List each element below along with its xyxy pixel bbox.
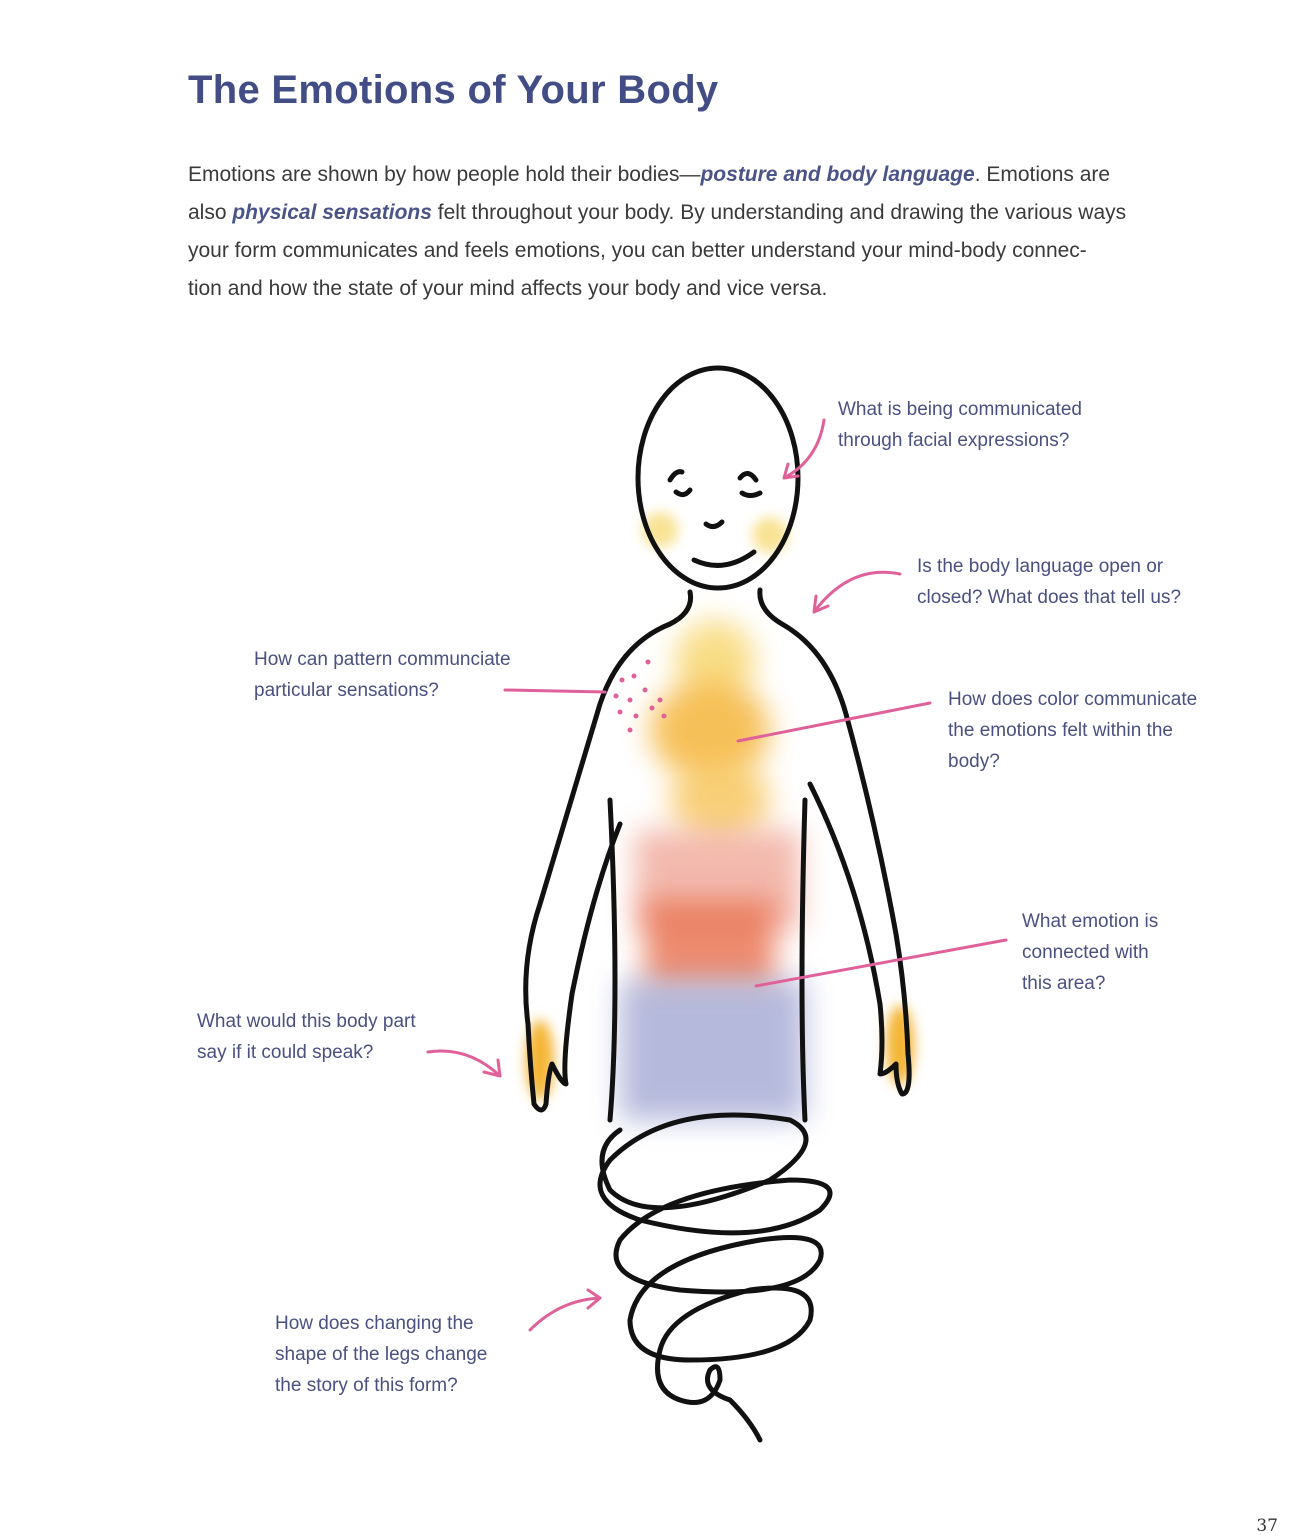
body-outline (523, 365, 912, 1443)
annotation-line: the emotions felt within the (948, 720, 1173, 741)
annotation-color: How does color communicate the emotions … (948, 684, 1197, 777)
intro-text: also (188, 201, 233, 224)
annotation-line: the story of this form? (275, 1375, 458, 1396)
intro-text: Emotions are shown by how people hold th… (188, 163, 701, 186)
annotation-line: How does changing the (275, 1313, 474, 1334)
intro-paragraph: Emotions are shown by how people hold th… (188, 156, 1258, 308)
annotation-line: closed? What does that tell us? (917, 587, 1182, 608)
annotation-body-part: What would this body part say if it coul… (197, 1006, 416, 1068)
page-title: The Emotions of Your Body (188, 68, 719, 112)
intro-line: also physical sensations felt throughout… (188, 194, 1258, 232)
color-washes (526, 512, 914, 1120)
annotation-pattern: How can pattern communciate particular s… (254, 644, 511, 706)
annotation-line: shape of the legs change (275, 1344, 488, 1365)
annotation-line: body? (948, 751, 1000, 772)
intro-text: felt throughout your body. By understand… (431, 201, 1127, 224)
annotation-line: What is being communicated (838, 399, 1082, 420)
annotation-arrows (426, 418, 1008, 1332)
annotation-line: particular sensations? (254, 680, 439, 701)
annotation-line: through facial expressions? (838, 430, 1070, 451)
annotation-body-language: Is the body language open or closed? Wha… (917, 551, 1181, 613)
annotation-emotion-area: What emotion is connected with this area… (1022, 906, 1158, 999)
annotation-line: What emotion is (1022, 911, 1159, 932)
pattern-dots (613, 659, 667, 733)
annotation-line: say if it could speak? (197, 1042, 374, 1063)
intro-line: Emotions are shown by how people hold th… (188, 156, 1258, 194)
annotation-legs: How does changing the shape of the legs … (275, 1308, 487, 1401)
intro-text: . Emotions are (974, 163, 1111, 186)
annotation-face: What is being communicated through facia… (838, 394, 1082, 456)
page-number: 37 (1256, 1516, 1278, 1536)
intro-line: tion and how the state of your mind affe… (188, 277, 828, 300)
emphasis-sensations: physical sensations (232, 201, 432, 224)
annotation-line: How can pattern communciate (254, 649, 511, 670)
annotation-line: connected with (1022, 942, 1149, 963)
intro-line: your form communicates and feels emotion… (188, 239, 1087, 262)
annotation-line: Is the body language open or (917, 556, 1164, 577)
emphasis-posture: posture and body language (700, 163, 975, 186)
annotation-line: this area? (1022, 973, 1106, 994)
annotation-line: What would this body part (197, 1011, 416, 1032)
annotation-line: How does color communicate (948, 689, 1198, 710)
